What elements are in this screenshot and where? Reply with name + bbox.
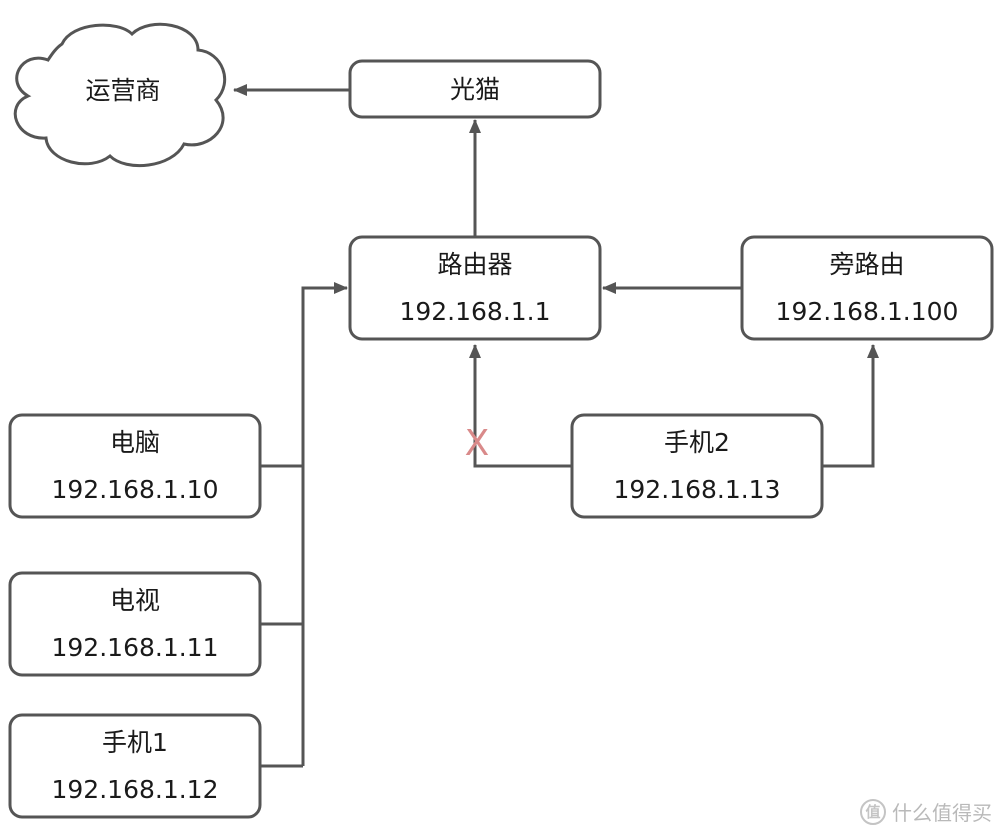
router-node: 路由器 192.168.1.1 (348, 235, 602, 341)
phone2-ip: 192.168.1.13 (614, 475, 781, 504)
smzdm-logo-icon: 值 (860, 798, 886, 825)
phone1-label: 手机1 (102, 728, 168, 757)
lan-bus-to-router-arrow (301, 282, 348, 766)
bypass-router-label: 旁路由 (829, 250, 904, 279)
phone2-node: 手机2 192.168.1.13 (570, 413, 824, 519)
carrier-cloud: 运营商 (13, 22, 227, 168)
bypass-router-box (740, 235, 994, 341)
tv-ip: 192.168.1.11 (52, 633, 219, 662)
phone2-to-bypass-arrow (822, 344, 879, 468)
phone1-box (8, 713, 262, 819)
phone1-node: 手机1 192.168.1.12 (8, 713, 262, 819)
watermark: 值 什么值得买 (860, 797, 992, 826)
router-label: 路由器 (437, 250, 512, 279)
connectors (233, 84, 879, 768)
cloud-shape (13, 22, 227, 168)
phone1-ip: 192.168.1.12 (52, 775, 219, 804)
router-ip: 192.168.1.1 (399, 297, 550, 326)
watermark-text: 什么值得买 (892, 801, 992, 825)
pc-label: 电脑 (110, 428, 160, 457)
cloud-label: 运营商 (85, 76, 160, 105)
phone2-label: 手机2 (664, 428, 730, 457)
pc-box (8, 413, 262, 519)
blocked-x-mark: X (465, 423, 490, 464)
bypass-router-ip: 192.168.1.100 (776, 297, 959, 326)
tv-node: 电视 192.168.1.11 (8, 571, 262, 677)
modem-box (348, 59, 602, 119)
phone2-box (570, 413, 824, 519)
tv-label: 电视 (110, 586, 160, 615)
bypass-router-node: 旁路由 192.168.1.100 (740, 235, 994, 341)
modem-label: 光猫 (450, 75, 500, 104)
phone2-to-router-arrow (469, 344, 572, 468)
pc-node: 电脑 192.168.1.10 (8, 413, 262, 519)
router-box (348, 235, 602, 341)
pc-ip: 192.168.1.10 (52, 475, 219, 504)
modem-node: 光猫 (348, 59, 602, 119)
tv-box (8, 571, 262, 677)
